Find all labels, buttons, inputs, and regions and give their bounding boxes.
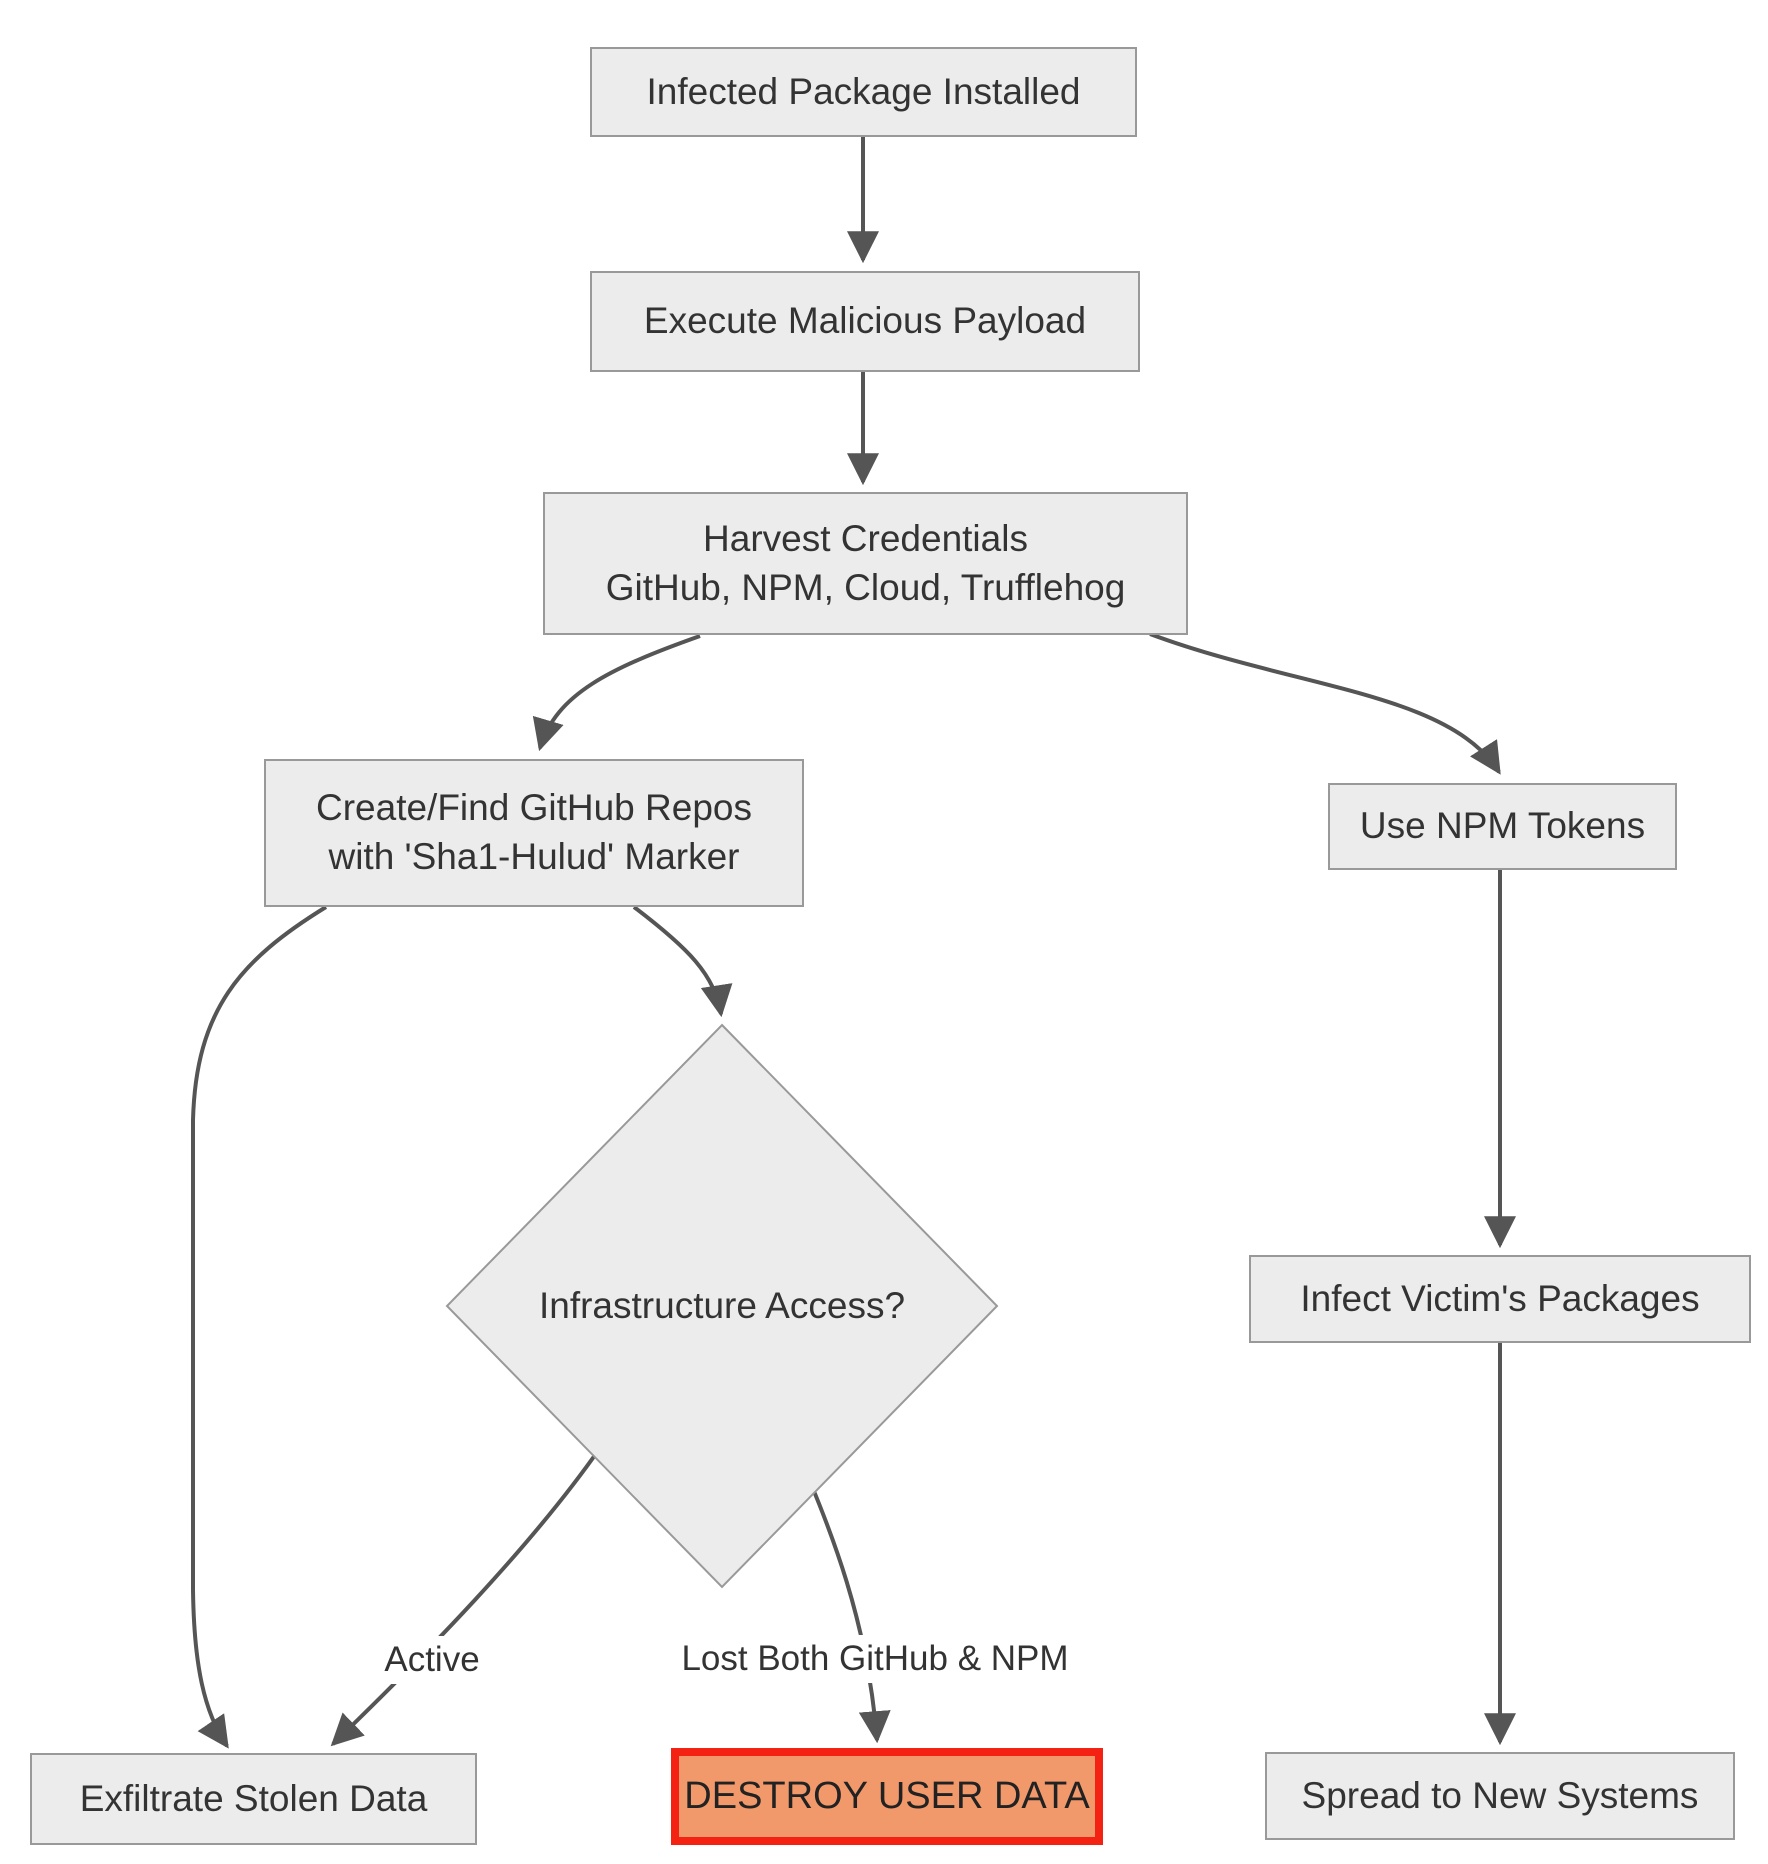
edge-label-active: Active — [372, 1636, 492, 1684]
node-label-line2: with 'Sha1-Hulud' Marker — [328, 836, 740, 877]
node-label: Infected Package Installed — [646, 70, 1081, 112]
node-execute-malicious-payload: Execute Malicious Payload — [590, 271, 1140, 372]
node-use-npm-tokens: Use NPM Tokens — [1328, 783, 1677, 870]
edge-harvest-to-repos — [532, 634, 701, 752]
edge-harvest-to-npm-tokens — [1149, 632, 1501, 775]
node-harvest-credentials: Harvest Credentials GitHub, NPM, Cloud, … — [543, 492, 1188, 635]
edge-repos-to-exfiltrate — [191, 905, 328, 1749]
edge-repos-to-decision — [632, 905, 733, 1018]
node-label: Spread to New Systems — [1301, 1774, 1699, 1816]
node-label: Exfiltrate Stolen Data — [79, 1777, 428, 1819]
node-label-line2: GitHub, NPM, Cloud, Trufflehog — [605, 566, 1126, 608]
node-label: DESTROY USER DATA — [684, 1775, 1090, 1818]
node-spread-to-new-systems: Spread to New Systems — [1265, 1752, 1735, 1840]
edge-label-lost-both-github-npm: Lost Both GitHub & NPM — [669, 1635, 1081, 1683]
node-label: Use NPM Tokens — [1359, 805, 1646, 847]
decision-diamond-shape — [445, 1023, 999, 1589]
node-label: Execute Malicious Payload — [643, 300, 1087, 342]
node-label: Infect Victim's Packages — [1300, 1277, 1700, 1319]
node-label-line1: Harvest Credentials — [703, 517, 1028, 559]
edge-decision-active-to-exfiltrate — [330, 1446, 602, 1747]
node-infected-package-installed: Infected Package Installed — [590, 47, 1137, 137]
node-infrastructure-access-decision: Infrastructure Access? — [538, 1285, 906, 1326]
node-infect-victims-packages: Infect Victim's Packages — [1249, 1255, 1751, 1343]
node-label-line1: Create/Find GitHub Repos — [316, 787, 752, 829]
node-exfiltrate-stolen-data: Exfiltrate Stolen Data — [30, 1753, 477, 1845]
node-create-find-github-repos: Create/Find GitHub Repos with 'Sha1-Hulu… — [264, 759, 804, 907]
node-destroy-user-data: DESTROY USER DATA — [671, 1748, 1103, 1845]
